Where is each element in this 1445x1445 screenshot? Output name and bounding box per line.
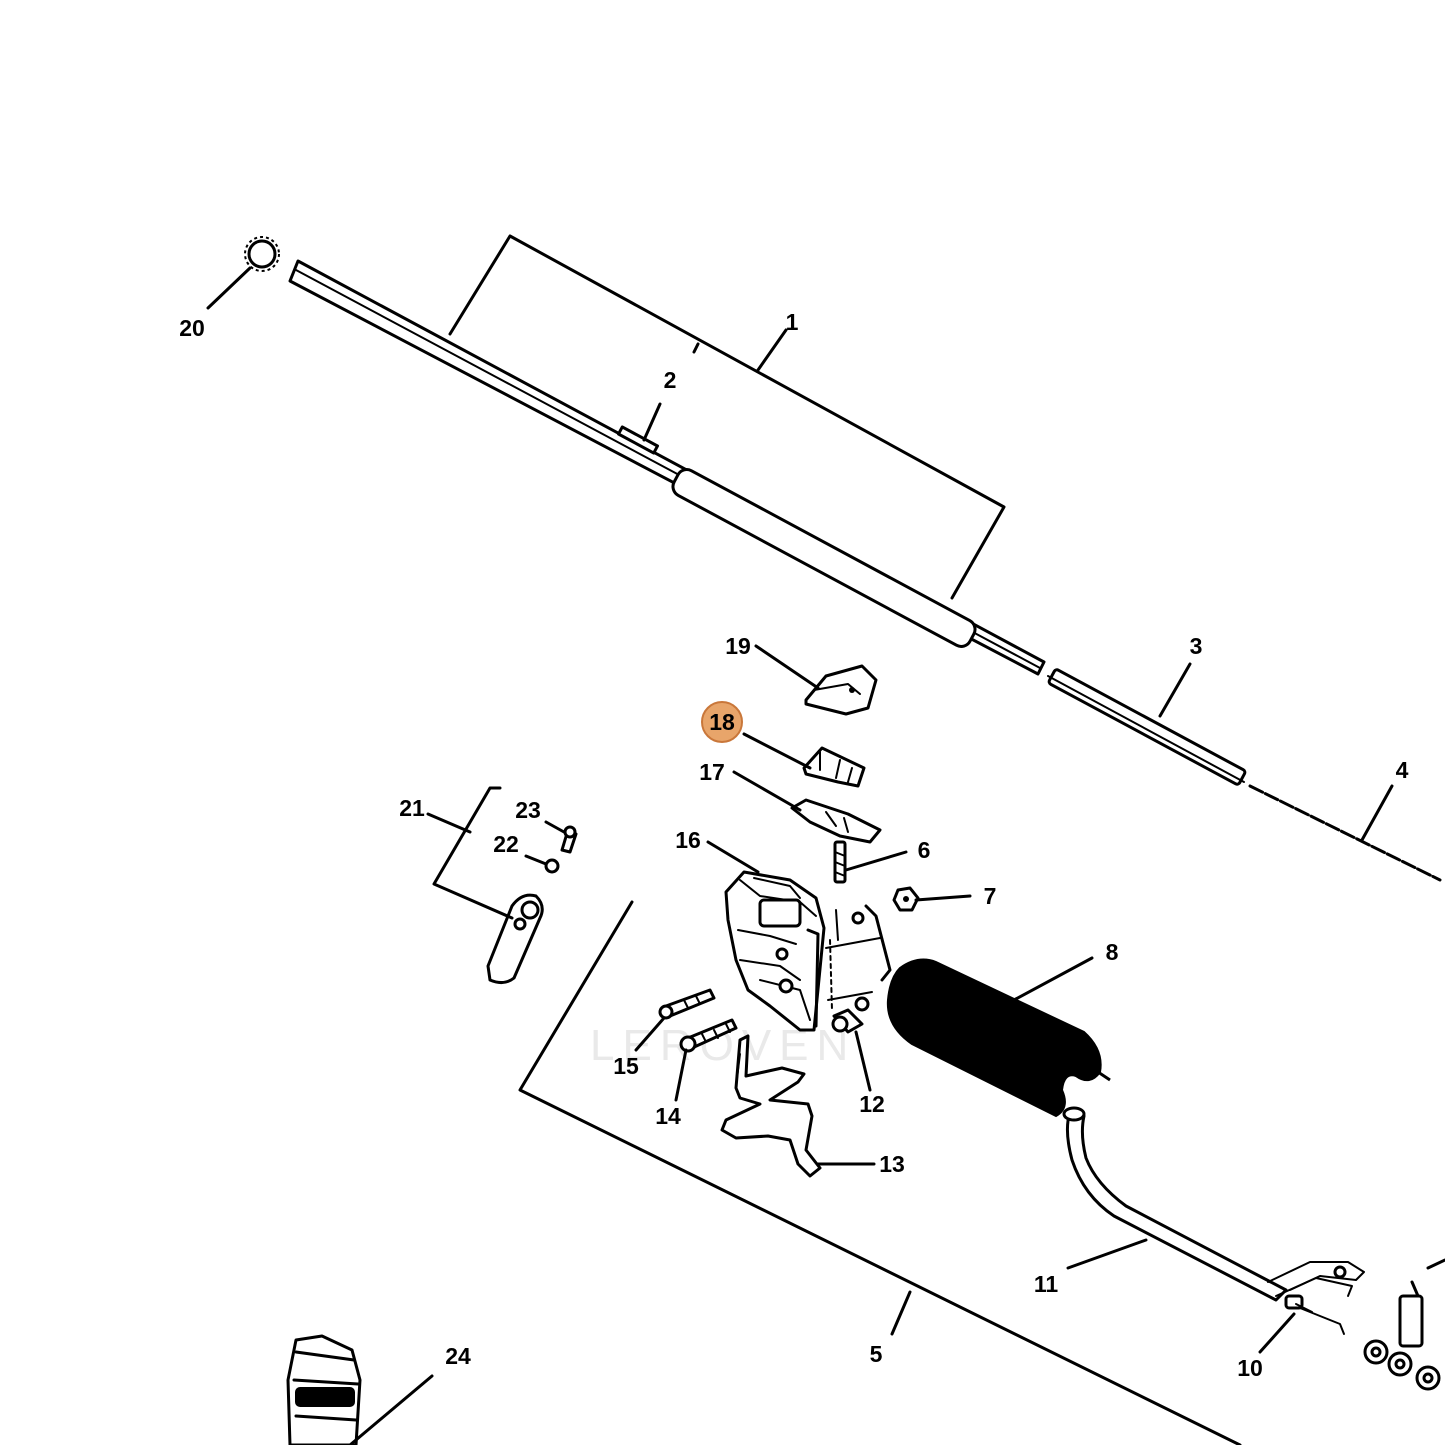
part-3-shaft-sleeve — [1047, 668, 1247, 786]
part-24-housing — [286, 1334, 362, 1445]
part-11-throttle-cable — [1062, 1106, 1365, 1335]
callout-24[interactable]: 24 — [445, 1343, 471, 1369]
part-16-handle-housing — [724, 870, 892, 1032]
part-18-trigger-lock — [802, 746, 866, 788]
part-4-flex-cable — [1248, 784, 1442, 882]
callout-5[interactable]: 5 — [870, 1341, 883, 1367]
callout-19[interactable]: 19 — [725, 633, 751, 659]
callout-8[interactable]: 8 — [1106, 939, 1119, 965]
callout-labels: 1 2 3 4 5 6 7 8 10 11 12 13 14 15 16 17 … — [179, 309, 1408, 1381]
callout-10[interactable]: 10 — [1237, 1355, 1263, 1381]
callout-15[interactable]: 15 — [613, 1053, 639, 1079]
part-20-star-washer — [244, 236, 280, 272]
part-7-nut — [892, 886, 920, 912]
part-19-handle-cover — [804, 664, 878, 716]
callout-7[interactable]: 7 — [984, 883, 997, 909]
part-1-shaft-tube — [288, 259, 1046, 676]
part-edge-bracket — [1363, 1258, 1445, 1391]
callout-14[interactable]: 14 — [655, 1103, 681, 1129]
part-10-connector — [1284, 1294, 1313, 1313]
callout-18[interactable]: 18 — [709, 709, 735, 735]
part-8-foam-grip — [886, 958, 1111, 1118]
part-6-screw — [833, 840, 847, 884]
callout-17[interactable]: 17 — [699, 759, 725, 785]
callout-6[interactable]: 6 — [918, 837, 931, 863]
part-15-pin — [658, 988, 716, 1020]
callout-12[interactable]: 12 — [859, 1091, 885, 1117]
callout-20[interactable]: 20 — [179, 315, 205, 341]
part-22-nut — [544, 858, 560, 874]
callout-16[interactable]: 16 — [675, 827, 701, 853]
callout-22[interactable]: 22 — [493, 831, 519, 857]
part-17-trigger — [790, 798, 882, 844]
callout-18-highlight[interactable] — [701, 701, 743, 743]
callout-21[interactable]: 21 — [399, 795, 425, 821]
callout-13[interactable]: 13 — [879, 1151, 905, 1177]
part-13-throttle-trigger — [720, 1034, 822, 1178]
callout-4[interactable]: 4 — [1396, 757, 1409, 783]
callout-2[interactable]: 2 — [664, 367, 677, 393]
part-21-switch — [486, 893, 544, 985]
callout-3[interactable]: 3 — [1190, 633, 1203, 659]
callout-23[interactable]: 23 — [515, 797, 541, 823]
part-14-screw — [679, 1018, 738, 1053]
callout-1[interactable]: 1 — [786, 309, 799, 335]
callout-11[interactable]: 11 — [1034, 1271, 1059, 1297]
part-23-screw — [560, 825, 578, 854]
leader-lines — [206, 234, 1394, 1445]
part-12-screw — [831, 1008, 864, 1034]
